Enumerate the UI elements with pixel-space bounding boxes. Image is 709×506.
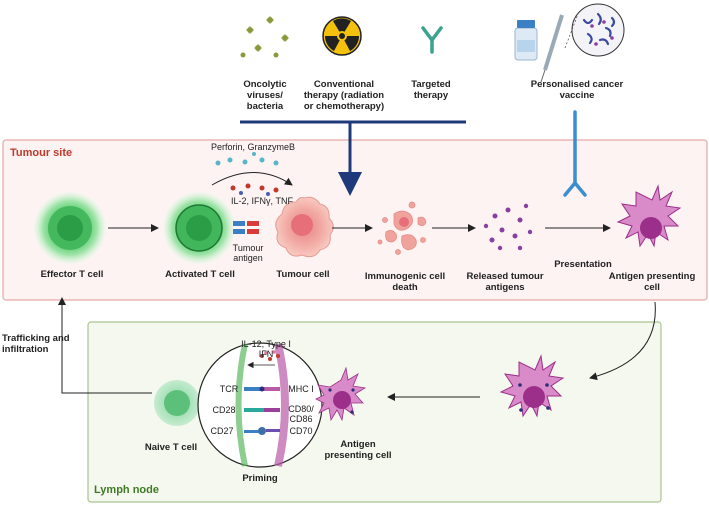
- released-antigens: [483, 203, 533, 251]
- priming-synapse: [197, 342, 323, 468]
- perforin-dots: [215, 152, 279, 166]
- tcr-receptors: [233, 221, 259, 234]
- vaccine-icon: [514, 3, 625, 83]
- apc-lymph-node: [499, 354, 565, 418]
- vaccine-line: [563, 110, 587, 197]
- effector-t-cell: [34, 192, 106, 264]
- label-trafficking: Trafficking and infiltration: [2, 333, 70, 355]
- label-immunogenic: Immunogenic cell death: [364, 271, 446, 293]
- label-oncolytic: Oncolytic viruses/ bacteria: [243, 79, 287, 112]
- label-cd27: CD27: [210, 426, 234, 436]
- dying-cell-fragments: [377, 201, 427, 255]
- activated-t-cell: [163, 192, 235, 264]
- tumour-cell: [275, 196, 334, 258]
- label-activated: Activated T cell: [165, 269, 235, 280]
- label-cd80: CD80/ CD86: [288, 404, 314, 425]
- tumour-site-box: [2, 139, 708, 301]
- label-il12: IL-12, Type I IFN: [241, 339, 291, 360]
- label-tcr: TCR: [219, 384, 239, 394]
- label-targeted: Targeted therapy: [411, 79, 451, 101]
- label-naive: Naive T cell: [144, 442, 198, 453]
- label-cd70: CD70: [289, 426, 313, 436]
- apc-tumour-site: [616, 184, 682, 248]
- apc-migration-arrow: [589, 301, 656, 381]
- perforin-arc: [211, 172, 293, 186]
- label-released: Released tumour antigens: [466, 271, 544, 293]
- therapy-bracket: [240, 120, 466, 196]
- cytokine-dots: [230, 183, 279, 196]
- label-priming: Priming: [242, 473, 278, 484]
- label-conventional: Conventional therapy (radiation or chemo…: [303, 79, 385, 112]
- radiation-icon: [322, 16, 362, 56]
- label-cytokines: IL-2, IFNγ, TNF: [230, 196, 293, 206]
- virus-icon: [240, 16, 289, 58]
- apc-priming: [315, 366, 367, 422]
- label-vaccine: Personalised cancer vaccine: [530, 79, 624, 101]
- label-presentation: Presentation: [554, 259, 612, 270]
- label-apc-tumour: Antigen presenting cell: [608, 271, 696, 293]
- label-perforin: Perforin, GranzymeB: [210, 142, 296, 152]
- label-tumour-antigen: Tumour antigen: [232, 243, 264, 264]
- label-effector: Effector T cell: [40, 269, 104, 280]
- tumour-site-title: Tumour site: [10, 147, 73, 159]
- lymph-node-title: Lymph node: [94, 484, 159, 496]
- label-cd28: CD28: [212, 405, 236, 415]
- antibody-icon: [421, 26, 443, 54]
- trafficking-arrow: [58, 297, 152, 394]
- label-mhc: MHC I: [288, 384, 314, 394]
- label-tumour-cell: Tumour cell: [276, 269, 330, 280]
- naive-t-cell: [154, 380, 200, 426]
- label-apc-lymph: Antigen presenting cell: [324, 439, 392, 461]
